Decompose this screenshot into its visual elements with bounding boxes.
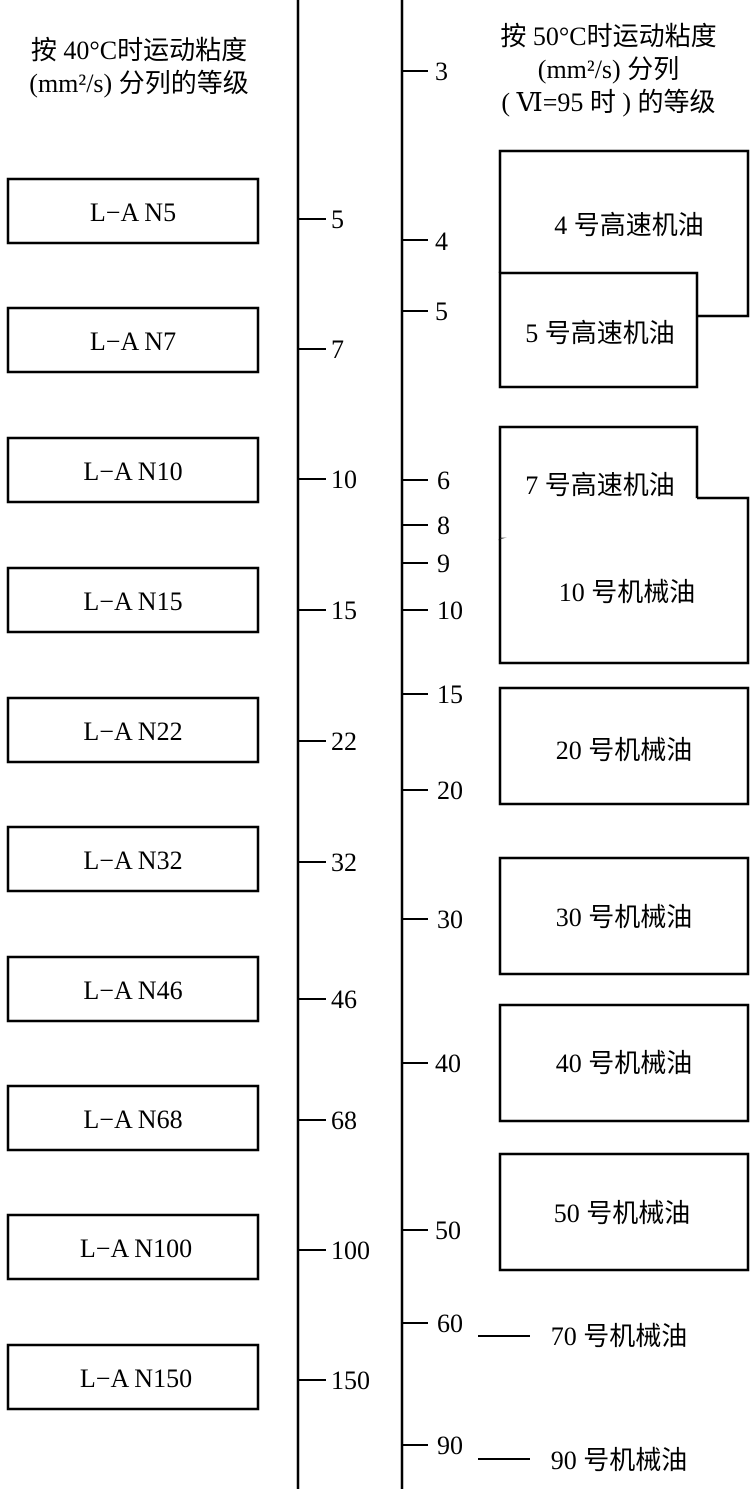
- right-tick-label: 90: [437, 1431, 463, 1460]
- right-tick-label: 50: [435, 1216, 461, 1245]
- left-grade-group-4: L−A N22 22: [6, 696, 357, 764]
- right-scale-header: 按 50°C时运动粘度 (mm²/s) 分列 ( Ⅵ=95 时 ) 的等级: [466, 20, 751, 119]
- left-grade-label: L−A N150: [80, 1364, 192, 1393]
- grade-label: 7 号高速机油: [525, 471, 675, 500]
- left-grade-group-5: L−A N32 32: [6, 825, 357, 893]
- left-grade-label: L−A N46: [83, 976, 182, 1005]
- left-grade-group-3: L−A N15 15: [6, 566, 357, 634]
- right-tick-label: 10: [437, 596, 463, 625]
- grade-label: 90 号机械油: [551, 1446, 688, 1475]
- right-tick-label: 4: [435, 227, 448, 256]
- right-tick-label: 9: [437, 549, 450, 578]
- left-tick-label: 22: [331, 727, 357, 756]
- grade-label: 20 号机械油: [556, 736, 693, 765]
- right-tick-label: 20: [437, 776, 463, 805]
- left-tick-label: 68: [331, 1106, 357, 1135]
- left-grade-box: [6, 1343, 260, 1411]
- right-header-line-1: 按 50°C时运动粘度: [500, 22, 717, 51]
- left-grade-box: [6, 177, 260, 245]
- grade-box-40-machine-oil: [498, 1003, 750, 1123]
- right-tick-label: 60: [437, 1309, 463, 1338]
- left-grade-box: [6, 436, 260, 504]
- left-grade-label: L−A N100: [80, 1234, 192, 1263]
- left-grade-label: L−A N32: [83, 846, 182, 875]
- right-header-line-2: (mm²/s) 分列: [537, 55, 680, 84]
- right-tick-label: 15: [437, 680, 463, 709]
- right-tick-label: 6: [437, 466, 450, 495]
- left-grade-box: [6, 825, 260, 893]
- left-tick-label: 46: [331, 985, 357, 1014]
- left-grade-label: L−A N15: [83, 587, 182, 616]
- left-tick-label: 5: [331, 205, 344, 234]
- left-grade-box: [6, 1084, 260, 1152]
- grade-label: 40 号机械油: [556, 1049, 693, 1078]
- left-scale-header: 按 40°C时运动粘度 (mm²/s) 分列的等级: [0, 34, 278, 100]
- left-grade-box: [6, 1213, 260, 1281]
- left-grade-box: [6, 566, 260, 634]
- left-tick-label: 32: [331, 848, 357, 877]
- right-tick-label: 8: [437, 511, 450, 540]
- right-header-line-3: ( Ⅵ=95 时 ) 的等级: [501, 88, 716, 117]
- grade-label: 4 号高速机油: [554, 211, 704, 240]
- left-grade-group-7: L−A N68 68: [6, 1084, 357, 1152]
- left-header-line-2: (mm²/s) 分列的等级: [29, 69, 249, 98]
- left-grade-group-1: L−A N7 7: [6, 306, 344, 374]
- left-tick-label: 100: [331, 1236, 370, 1265]
- left-grade-group-6: L−A N46 46: [6, 955, 357, 1023]
- left-grade-label: L−A N7: [90, 327, 176, 356]
- right-tick-label: 30: [437, 905, 463, 934]
- grade-label: 5 号高速机油: [525, 319, 675, 348]
- left-grade-group-8: L−A N100 100: [6, 1213, 370, 1281]
- left-grade-box: [6, 955, 260, 1023]
- left-tick-label: 7: [331, 335, 344, 364]
- grade-box-30-machine-oil: [498, 856, 750, 976]
- right-tick-label: 5: [435, 297, 448, 326]
- left-grade-group-2: L−A N10 10: [6, 436, 357, 504]
- grade-label: 10 号机械油: [559, 578, 696, 607]
- left-grade-group-0: L−A N5 5: [6, 177, 344, 245]
- grade-label: 50 号机械油: [554, 1199, 691, 1228]
- left-tick-label: 150: [331, 1366, 370, 1395]
- left-grade-box: [6, 696, 260, 764]
- right-tick-labels: 3 4 5 6 8 9 10 15 20 30 40 50 60 90: [435, 57, 463, 1460]
- left-header-line-1: 按 40°C时运动粘度: [30, 36, 248, 65]
- left-grade-group-9: L−A N150 150: [6, 1343, 370, 1411]
- right-tick-label: 3: [435, 57, 448, 86]
- left-grade-label: L−A N10: [83, 457, 182, 486]
- grade-label: 30 号机械油: [556, 903, 693, 932]
- grade-box-10-machine-oil: [498, 496, 750, 665]
- grade-box-50-machine-oil: [498, 1152, 750, 1272]
- grade-box-20-machine-oil: [498, 686, 750, 806]
- left-grade-label: L−A N5: [90, 198, 176, 227]
- left-grade-label: L−A N68: [83, 1105, 182, 1134]
- left-grade-label: L−A N22: [83, 717, 182, 746]
- right-tick-label: 40: [435, 1049, 461, 1078]
- left-tick-label: 10: [331, 465, 357, 494]
- grade-label: 70 号机械油: [551, 1322, 688, 1351]
- grade-box-5-high-speed-oil: [498, 271, 699, 389]
- left-tick-label: 15: [331, 596, 357, 625]
- left-grade-box: [6, 306, 260, 374]
- right-tick-marks: [402, 70, 428, 1446]
